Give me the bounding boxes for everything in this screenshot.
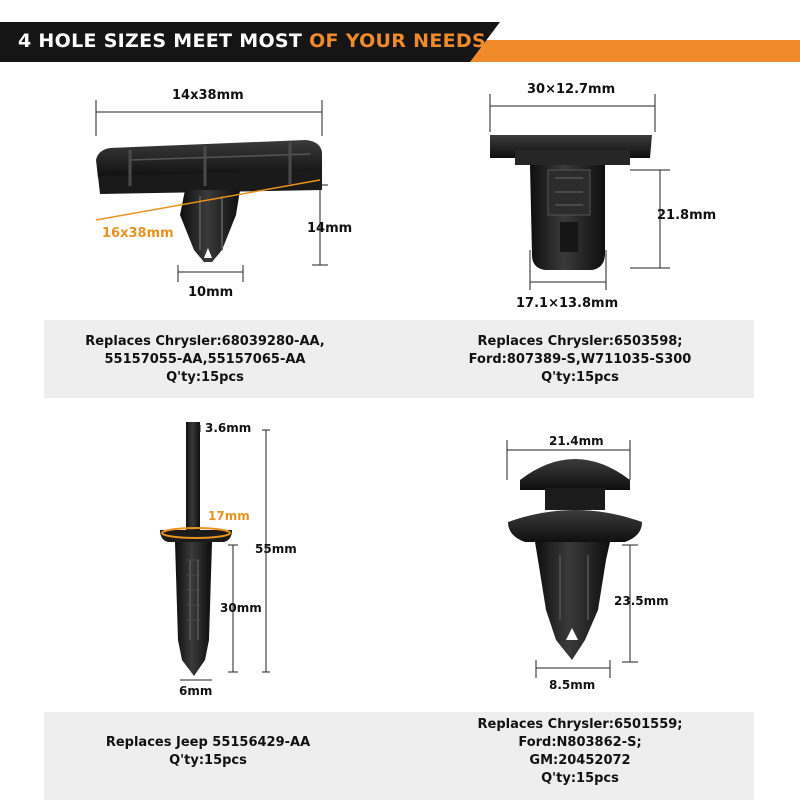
- product-4-clip-image: [508, 459, 642, 660]
- product-1-qty: Q'ty:15pcs: [166, 370, 244, 385]
- banner-title: 4 HOLE SIZES MEET MOST OF YOUR NEEDS: [18, 30, 486, 52]
- product-1-info-line: 55157055-AA,55157065-AA: [104, 352, 306, 367]
- info-box-bottom: [44, 712, 754, 800]
- product-3-info-line: Replaces Jeep 55156429-AA: [105, 735, 311, 750]
- product-4-qty: Q'ty:15pcs: [541, 771, 619, 786]
- product-1-diagonal-line: [95, 179, 321, 221]
- product-4-info: Replaces Chrysler:6501559; Ford:N803862-…: [440, 716, 720, 788]
- product-2-info-line: Replaces Chrysler:6503598;: [477, 334, 683, 349]
- product-4-height-dimension: 23.5mm: [614, 594, 669, 608]
- product-4-top-dimension: 21.4mm: [549, 434, 604, 448]
- product-2-info-line: Ford:807389-S,W711035-S300: [468, 352, 692, 367]
- banner-title-orange: OF YOUR NEEDS: [309, 30, 486, 52]
- product-3-dimension-lines: [180, 425, 270, 681]
- product-1-top-dimension: 14x38mm: [172, 88, 244, 103]
- product-2-clip-image: [490, 135, 652, 270]
- product-1-bottom-dimension: 10mm: [188, 285, 234, 300]
- product-3-shank-dimension: 30mm: [220, 601, 262, 615]
- info-box-top: [44, 320, 754, 398]
- banner-title-white: 4 HOLE SIZES MEET MOST: [18, 30, 310, 52]
- product-2-dimension-lines: [489, 94, 670, 290]
- banner-black-block: [0, 22, 500, 62]
- product-3-top-dimension: 3.6mm: [205, 421, 252, 435]
- product-1-info: Replaces Chrysler:68039280-AA, 55157055-…: [55, 333, 355, 387]
- product-3-total-dimension: 55mm: [255, 542, 297, 556]
- product-4-info-line: GM:20452072: [529, 753, 631, 768]
- product-1-clip-image: [96, 140, 322, 262]
- product-3-qty: Q'ty:15pcs: [169, 753, 247, 768]
- product-1-info-line: Replaces Chrysler:68039280-AA,: [85, 334, 325, 349]
- product-2-height-dimension: 21.8mm: [657, 208, 717, 223]
- product-3-orange-ring: [161, 527, 231, 539]
- product-1-diagonal-dimension: 16x38mm: [102, 226, 174, 241]
- product-3-info: Replaces Jeep 55156429-AA Q'ty:15pcs: [58, 734, 358, 770]
- product-3-bottom-dimension: 6mm: [179, 684, 213, 698]
- product-4-bottom-dimension: 8.5mm: [549, 678, 596, 692]
- product-2-bottom-dimension: 17.1×13.8mm: [516, 296, 619, 311]
- product-3-ring-dimension: 17mm: [208, 509, 250, 523]
- product-4-info-line: Ford:N803862-S;: [518, 735, 642, 750]
- banner-orange-stripe: [470, 40, 800, 62]
- product-4-dimension-lines: [506, 440, 638, 678]
- product-2-info: Replaces Chrysler:6503598; Ford:807389-S…: [440, 333, 720, 387]
- product-3-rivet-image: [160, 422, 232, 676]
- product-2-top-dimension: 30×12.7mm: [527, 82, 616, 97]
- product-1-height-dimension: 14mm: [307, 221, 353, 236]
- product-2-qty: Q'ty:15pcs: [541, 370, 619, 385]
- product-1-dimension-lines: [95, 100, 328, 282]
- product-4-info-line: Replaces Chrysler:6501559;: [477, 717, 683, 732]
